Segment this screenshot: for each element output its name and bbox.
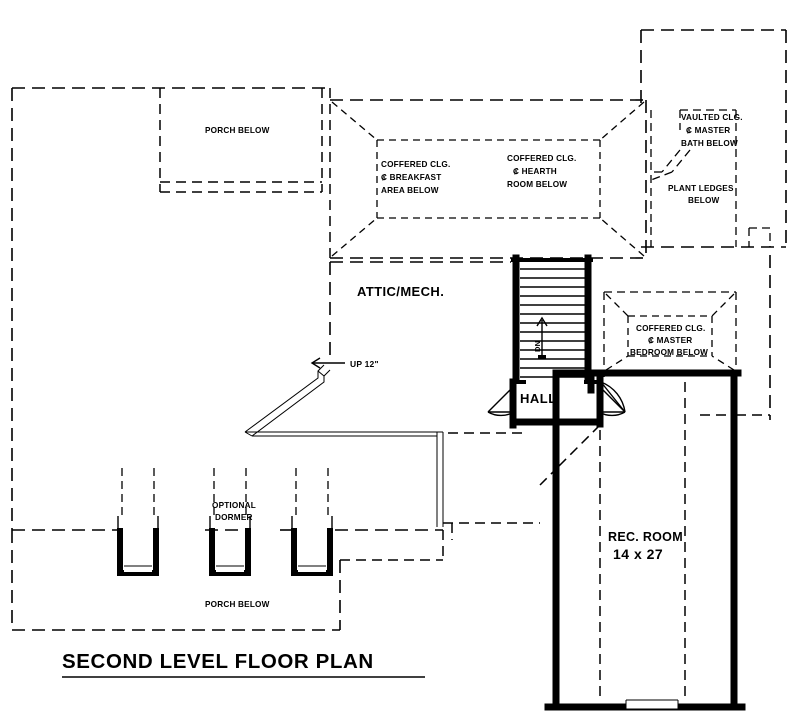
- label-vaulted-master-bath-line2: ₡ MASTER: [686, 126, 730, 135]
- label-coffered-master-bedroom-line1: COFFERED CLG.: [636, 324, 705, 333]
- hall-diagonal-dashed: [539, 424, 601, 486]
- page-title: SECOND LEVEL FLOOR PLAN: [62, 650, 374, 673]
- label-vaulted-master-bath-line3: BATH BELOW: [681, 139, 738, 148]
- door-rec-room: [600, 381, 626, 420]
- label-coffered-hearth-line1: COFFERED CLG.: [507, 154, 576, 163]
- label-coffered-hearth-line3: ROOM BELOW: [507, 180, 567, 189]
- label-room-rec-room: REC. ROOM: [608, 530, 683, 544]
- master-bedroom-coffered-outline: [603, 291, 737, 372]
- label-step-up: UP 12": [350, 359, 379, 369]
- attic-mech-boundary: [244, 261, 540, 540]
- stairwell: [511, 254, 593, 384]
- label-coffered-breakfast-line2: ₡ BREAKFAST: [381, 173, 441, 182]
- label-rec-room-dimension: 14 x 27: [613, 546, 663, 562]
- label-optional-dormer-line1: OPTIONAL: [212, 501, 256, 510]
- stair-direction-arrow: [536, 316, 548, 359]
- right-dashed-returns: [603, 372, 770, 416]
- label-room-attic-mech: ATTIC/MECH.: [357, 284, 444, 299]
- label-coffered-breakfast-line1: COFFERED CLG.: [381, 160, 450, 169]
- dormer-2: [209, 468, 251, 576]
- dormer-1: [117, 468, 159, 576]
- label-stair-direction: DN: [533, 341, 542, 352]
- label-coffered-breakfast-line3: AREA BELOW: [381, 186, 439, 195]
- text-labels: PORCH BELOW COFFERED CLG. ₡ BREAKFAST AR…: [62, 113, 743, 673]
- door-hall-left: [487, 385, 515, 417]
- lower-left-roof: [11, 529, 444, 631]
- label-optional-dormer-line2: DORMER: [215, 513, 253, 522]
- label-plant-ledges-line2: BELOW: [688, 196, 720, 205]
- label-coffered-master-bedroom-line3: BEDROOM BELOW: [630, 348, 708, 357]
- stair-treads: [520, 268, 585, 378]
- window-rec-room: [625, 699, 679, 710]
- rec-room-walls: [544, 369, 746, 711]
- roof-outline-dashed: [11, 29, 787, 530]
- dormer-3: [291, 468, 333, 576]
- label-room-hall: HALL: [520, 391, 557, 406]
- label-plant-ledges-line1: PLANT LEDGES: [668, 184, 734, 193]
- label-coffered-master-bedroom-line2: ₡ MASTER: [648, 336, 692, 345]
- label-porch-below-lower: PORCH BELOW: [205, 600, 270, 609]
- label-coffered-hearth-line2: ₡ HEARTH: [513, 167, 557, 176]
- door-swings: [487, 381, 626, 420]
- label-porch-below-upper: PORCH BELOW: [205, 126, 270, 135]
- master-bath-vaulted-outline: [641, 109, 786, 420]
- hip-roof-hearth-breakfast: [330, 99, 647, 259]
- hall-walls: [509, 374, 611, 429]
- step-up-leader: [310, 357, 345, 369]
- label-vaulted-master-bath-line1: VAULTED CLG.: [681, 113, 743, 122]
